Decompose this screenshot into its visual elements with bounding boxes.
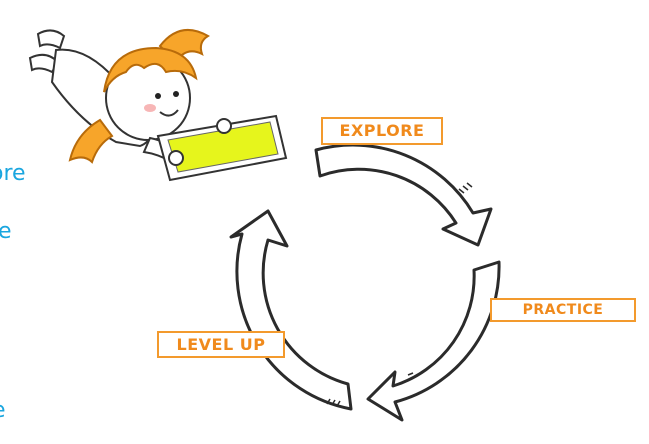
girl-hand-left — [169, 151, 183, 165]
cycle-arrow-explore-to-practice — [316, 145, 491, 245]
cycle-arrow-levelup-to-explore — [231, 211, 351, 409]
girl-hair-pigtail-bottom — [70, 120, 112, 162]
stage-label-level-up: LEVEL UP — [157, 331, 285, 358]
girl-hand-right — [217, 119, 231, 133]
girl-eye-right — [173, 91, 179, 97]
girl-cheek — [144, 104, 156, 112]
stage-label-practice: PRACTICE — [490, 298, 636, 322]
girl-eye-left — [155, 93, 161, 99]
cycle-ring — [231, 145, 499, 420]
cycle-arrow-practice-to-levelup — [368, 262, 499, 420]
girl-with-tablet-illustration — [30, 30, 286, 180]
stage-label-explore: EXPLORE — [321, 117, 443, 145]
